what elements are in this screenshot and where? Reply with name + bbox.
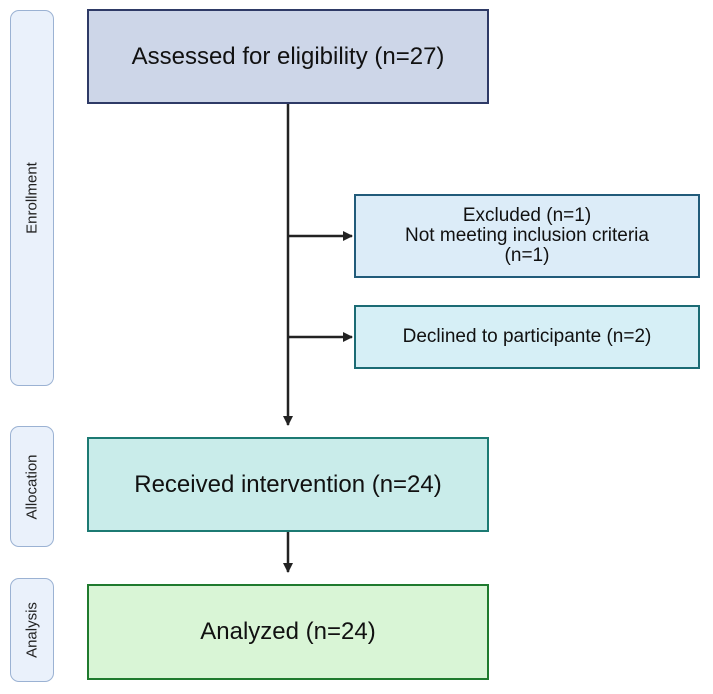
excluded-box: Excluded (n=1) Not meeting inclusion cri… bbox=[354, 194, 700, 278]
received-intervention-box: Received intervention (n=24) bbox=[87, 437, 489, 532]
excluded-line-1: Excluded (n=1) bbox=[462, 205, 592, 226]
assessed-text: Assessed for eligibility (n=27) bbox=[131, 42, 445, 70]
stage-label-analysis: Analysis bbox=[10, 578, 54, 682]
stage-label-allocation: Allocation bbox=[10, 426, 54, 547]
excluded-line-2: Not meeting inclusion criteria bbox=[405, 225, 649, 246]
stage-label-enrollment: Enrollment bbox=[10, 10, 54, 386]
analyzed-text: Analyzed (n=24) bbox=[200, 618, 376, 645]
analyzed-box: Analyzed (n=24) bbox=[87, 584, 489, 680]
declined-box: Declined to participante (n=2) bbox=[354, 305, 700, 369]
excluded-line-3: (n=1) bbox=[504, 245, 550, 266]
declined-text: Declined to participante (n=2) bbox=[402, 326, 652, 347]
assessed-box: Assessed for eligibility (n=27) bbox=[87, 9, 489, 104]
received-text: Received intervention (n=24) bbox=[134, 470, 442, 498]
